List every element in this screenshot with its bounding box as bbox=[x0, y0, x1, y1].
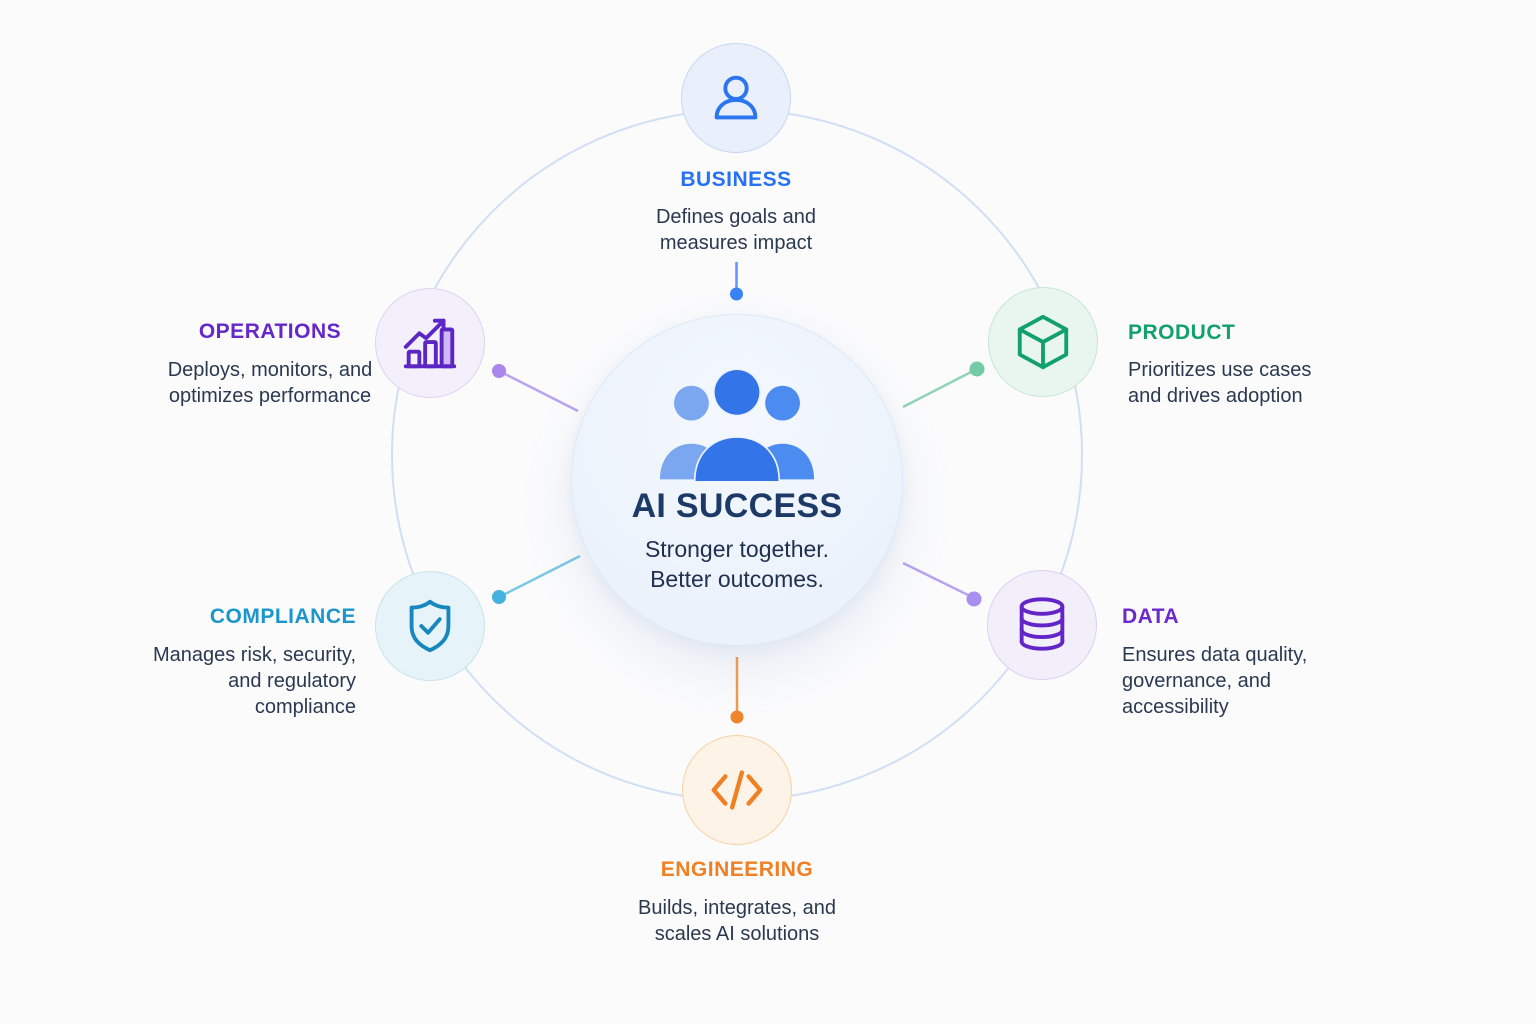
compliance-description: Manages risk, security, and regulatory c… bbox=[152, 644, 356, 718]
connector-product bbox=[902, 361, 985, 409]
connector-engineering bbox=[730, 657, 744, 724]
product-label: PRODUCT bbox=[1128, 321, 1236, 344]
engineering-description: Builds, integrates, and scales AI soluti… bbox=[638, 897, 836, 945]
connector-compliance bbox=[492, 554, 581, 604]
operations-node-circle bbox=[375, 288, 485, 398]
operations-label: OPERATIONS bbox=[198, 320, 342, 343]
person-icon bbox=[714, 75, 758, 120]
business-label: BUSINESS bbox=[680, 168, 792, 191]
bar-chart-trend-icon bbox=[403, 318, 457, 369]
operations-description: Deploys, monitors, and optimizes perform… bbox=[167, 359, 373, 407]
connector-business bbox=[730, 262, 743, 301]
product-description: Prioritizes use cases and drives adoptio… bbox=[1128, 359, 1312, 407]
business-node-circle bbox=[681, 43, 791, 153]
compliance-node-circle bbox=[375, 571, 485, 681]
data-label: DATA bbox=[1122, 605, 1180, 628]
connector-operations bbox=[492, 364, 579, 413]
connector-data bbox=[902, 561, 982, 607]
people-group-icon bbox=[659, 368, 815, 481]
cube-icon bbox=[1017, 314, 1069, 370]
engineering-label: ENGINEERING bbox=[660, 858, 814, 881]
center-title: AI SUCCESS bbox=[631, 487, 843, 525]
center-hub: AI SUCCESS Stronger together. Better out… bbox=[571, 314, 903, 646]
database-icon bbox=[1019, 597, 1065, 651]
shield-check-icon bbox=[409, 599, 451, 653]
data-description: Ensures data quality, governance, and ac… bbox=[1122, 644, 1308, 718]
product-node-circle bbox=[988, 287, 1098, 397]
data-node-circle bbox=[987, 570, 1097, 680]
compliance-label: COMPLIANCE bbox=[209, 605, 356, 628]
center-subtitle: Stronger together. Better outcomes. bbox=[644, 536, 830, 592]
code-icon bbox=[711, 770, 763, 810]
engineering-node-circle bbox=[682, 735, 792, 845]
business-description: Defines goals and measures impact bbox=[655, 206, 817, 254]
